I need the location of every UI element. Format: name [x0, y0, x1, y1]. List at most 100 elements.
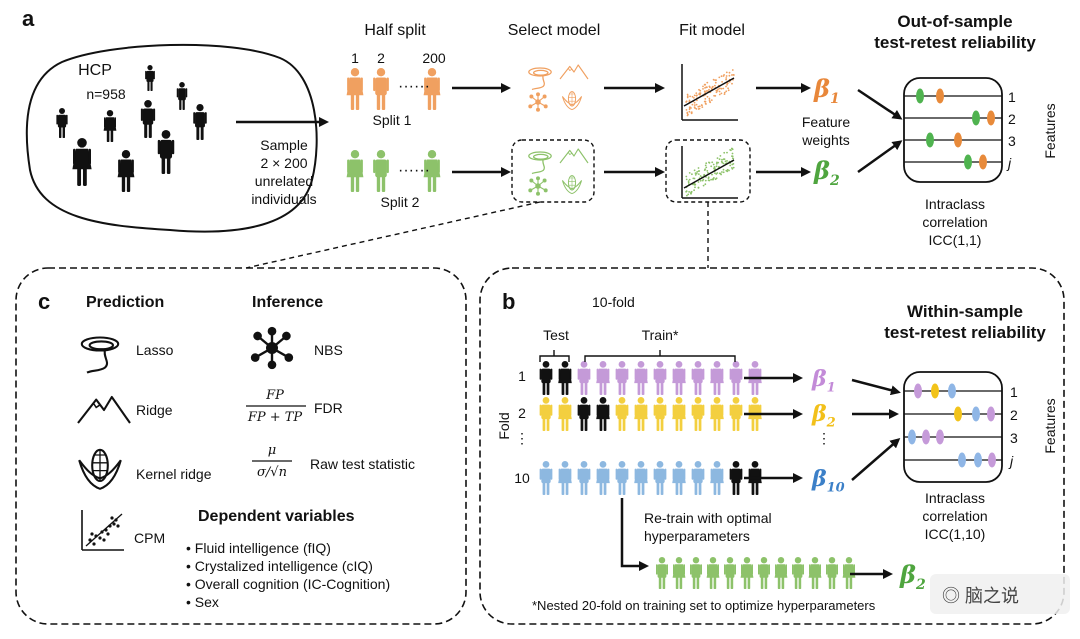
dv-item-1: • Fluid intelligence (fIQ)	[186, 540, 331, 556]
fold10-person-4	[596, 461, 610, 495]
inference-title: Inference	[252, 294, 324, 311]
ws-feature-3: 3	[1010, 430, 1018, 446]
fold2-person-8	[672, 397, 686, 431]
oos-feature-1: 1	[1008, 89, 1016, 105]
ws-features-axis: Features	[1042, 398, 1058, 454]
hcp-person-7	[72, 138, 92, 186]
fold1-person-9	[691, 361, 705, 395]
split1-label: Split 1	[372, 112, 412, 128]
train-brace	[584, 350, 736, 362]
inference-nbs: NBS	[314, 342, 343, 358]
fold1-person-8	[672, 361, 686, 395]
nbs-icon-orange	[528, 92, 548, 112]
icc-ws-weight-oval	[936, 429, 944, 445]
beta1-oos: β1	[814, 74, 840, 107]
lasso-icon	[80, 336, 120, 374]
fold2-person-1	[539, 397, 553, 431]
footnote: *Nested 20-fold on training set to optim…	[532, 598, 876, 613]
fold10-person-3	[577, 461, 591, 495]
split-number-2: 2	[377, 50, 385, 66]
icc-ws-weight-oval	[988, 452, 996, 468]
half-split-title: Half split	[364, 22, 426, 39]
retrain-person-2	[672, 557, 686, 589]
ws-feature-2: 2	[1010, 407, 1018, 423]
icc-oos-weight-oval	[936, 88, 944, 104]
fold2-person-5	[615, 397, 629, 431]
arrow-beta1-icc-ws	[851, 378, 901, 396]
split1-person-3	[423, 68, 441, 110]
fdr-denominator: FP + TP	[247, 410, 303, 425]
prediction-title: Prediction	[86, 294, 165, 311]
kernel-ridge-icon-orange	[561, 91, 583, 111]
fold1-person-6	[634, 361, 648, 395]
fold-number-10: 10	[514, 470, 530, 486]
fold10-person-11	[729, 461, 743, 495]
select-model-highlight	[511, 139, 595, 203]
hcp-person-6	[193, 104, 207, 140]
model-ridge: Ridge	[136, 402, 173, 418]
oos-feature-j: j	[1008, 155, 1012, 171]
icc-ws-weight-oval	[972, 406, 980, 422]
arrow-beta1-icc	[857, 88, 903, 120]
dv-title: Dependent variables	[198, 508, 355, 525]
fold1-person-11	[729, 361, 743, 395]
fold2-person-11	[729, 397, 743, 431]
ws-icc-1: Intraclass	[925, 490, 985, 506]
split1-dots: ······	[398, 78, 430, 95]
icc-oos-weight-oval	[972, 110, 980, 126]
feature-weights-2: weights	[802, 132, 850, 148]
oos-features-axis: Features	[1042, 103, 1058, 159]
icc-oos-box	[903, 77, 1003, 183]
fold10-person-8	[672, 461, 686, 495]
model-kernel-ridge: Kernel ridge	[136, 466, 212, 482]
fold-axis-label: Fold	[496, 412, 512, 440]
split-number-200: 200	[422, 50, 446, 66]
fold10-person-10	[710, 461, 724, 495]
icc-ws-weight-oval	[954, 406, 962, 422]
nbs-icon	[250, 326, 294, 370]
lasso-icon-green	[528, 151, 552, 175]
panel-label-a: a	[22, 6, 35, 31]
oos-icc-2: correlation	[922, 214, 988, 230]
fold2-person-7	[653, 397, 667, 431]
watermark-badge	[930, 574, 1070, 614]
split2-person-2	[373, 150, 389, 192]
icc-ws-weight-oval	[914, 383, 922, 399]
icc-oos-weight-oval	[964, 154, 972, 170]
raw-numerator: μ	[267, 443, 277, 458]
icc-oos-weight-oval	[987, 110, 995, 126]
beta-final: β2	[900, 560, 926, 593]
icc-ws-weight-oval	[958, 452, 966, 468]
split1-person-1	[346, 68, 364, 110]
beta2-ws: β2	[812, 401, 836, 431]
test-label: Test	[543, 327, 569, 343]
sample-text-1: Sample	[260, 137, 308, 153]
ridge-icon-green	[559, 148, 589, 164]
lasso-icon-orange	[528, 67, 552, 91]
split2-dots: ······	[398, 162, 430, 179]
ridge-icon	[77, 395, 131, 424]
fold1-person-3	[577, 361, 591, 395]
split2-label: Split 2	[380, 194, 420, 210]
sample-text-2: 2 × 200	[260, 155, 308, 171]
fdr-numerator: FP	[266, 388, 284, 403]
arrow-retrain	[620, 498, 649, 571]
tenfold-label: 10-fold	[592, 294, 635, 310]
icc-ws-weight-oval	[948, 383, 956, 399]
watermark-text: ◎ 脑之说	[942, 586, 1020, 606]
retrain-person-10	[808, 557, 822, 589]
icc-oos-weight-oval	[979, 154, 987, 170]
icc-oos-weight-oval	[954, 132, 962, 148]
dv-item-3: • Overall cognition (IC-Cognition)	[186, 576, 391, 592]
fold1-person-12	[748, 361, 762, 395]
retrain-text-1: Re-train with optimal	[644, 510, 772, 526]
hcp-person-2	[176, 82, 188, 110]
retrain-person-3	[690, 557, 702, 589]
icc-oos-weight-oval	[926, 132, 934, 148]
panel-c-box	[15, 267, 467, 625]
retrain-person-4	[706, 557, 720, 589]
split-number-1: 1	[351, 50, 359, 66]
hcp-population-outline	[25, 43, 318, 233]
ws-feature-1: 1	[1010, 384, 1018, 400]
